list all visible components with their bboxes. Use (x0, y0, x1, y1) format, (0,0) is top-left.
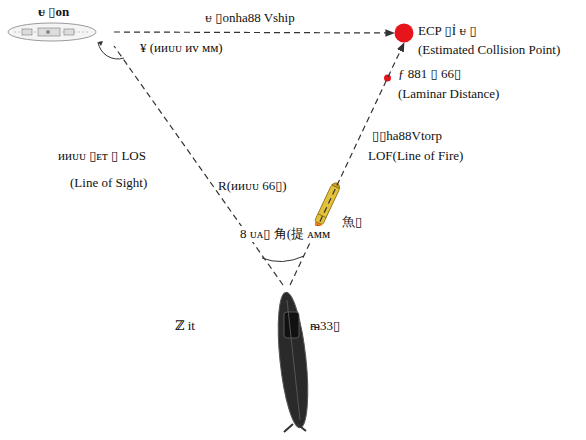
annotation-label: (Laminar Distance) (398, 86, 499, 102)
annotation-label: R(ᴎᴎᴜᴜ 66▯) (218, 178, 287, 194)
annotation-label: (Line of Sight) (70, 175, 147, 191)
node-label: (Estimated Collision Point) (418, 42, 560, 58)
collision-circle (394, 23, 414, 43)
edge-label: ᵾ ▯onha88 Vship (205, 10, 295, 26)
submarine-drawing (273, 291, 313, 432)
dashed-connector (290, 43, 404, 285)
annotation-label: 魚▯ (342, 214, 362, 230)
torpedo-drawing (311, 181, 341, 232)
node-label: ECP ▯Ỉ ᵾ ▯ (418, 23, 477, 39)
edge-label: ▯▯ha88Vtorp (372, 128, 442, 144)
annotation-label: ¥ (ᴎᴎᴜᴜ ᴎᴠ ᴍᴍ) (140, 40, 223, 56)
laminar-dot (384, 75, 391, 82)
ship-node: ᵾ ▯on (4, 2, 114, 46)
annotation-label: 8 ᴜᴀ▯ 角(提 ᴀᴍᴍ (238, 226, 332, 242)
angle-arrow (98, 41, 103, 46)
collision-point: ECP ▯Ỉ ᵾ ▯(Estimated Collision Point) (394, 23, 414, 43)
annotation-label: ƒ 881 ▯ 66▯ (398, 66, 461, 82)
annotation-label: LOF(Line of Fire) (368, 148, 463, 164)
node-label: ᵯ33▯ (310, 318, 340, 334)
submarine-node: ℤ it ᵯ33▯ (170, 285, 355, 430)
node-label: ᵾ ▯on (38, 4, 69, 20)
node-label: ℤ it (175, 318, 195, 334)
annotation-label: ᴎᴎᴜᴜ ▯ᴇᴛ ▯ LOS (58, 148, 146, 164)
ship-drawing (8, 23, 96, 41)
dashed-connector (114, 46, 283, 285)
dashed-connector (114, 32, 394, 33)
lead-angle-arc (262, 256, 304, 262)
angle-arc (98, 42, 124, 59)
